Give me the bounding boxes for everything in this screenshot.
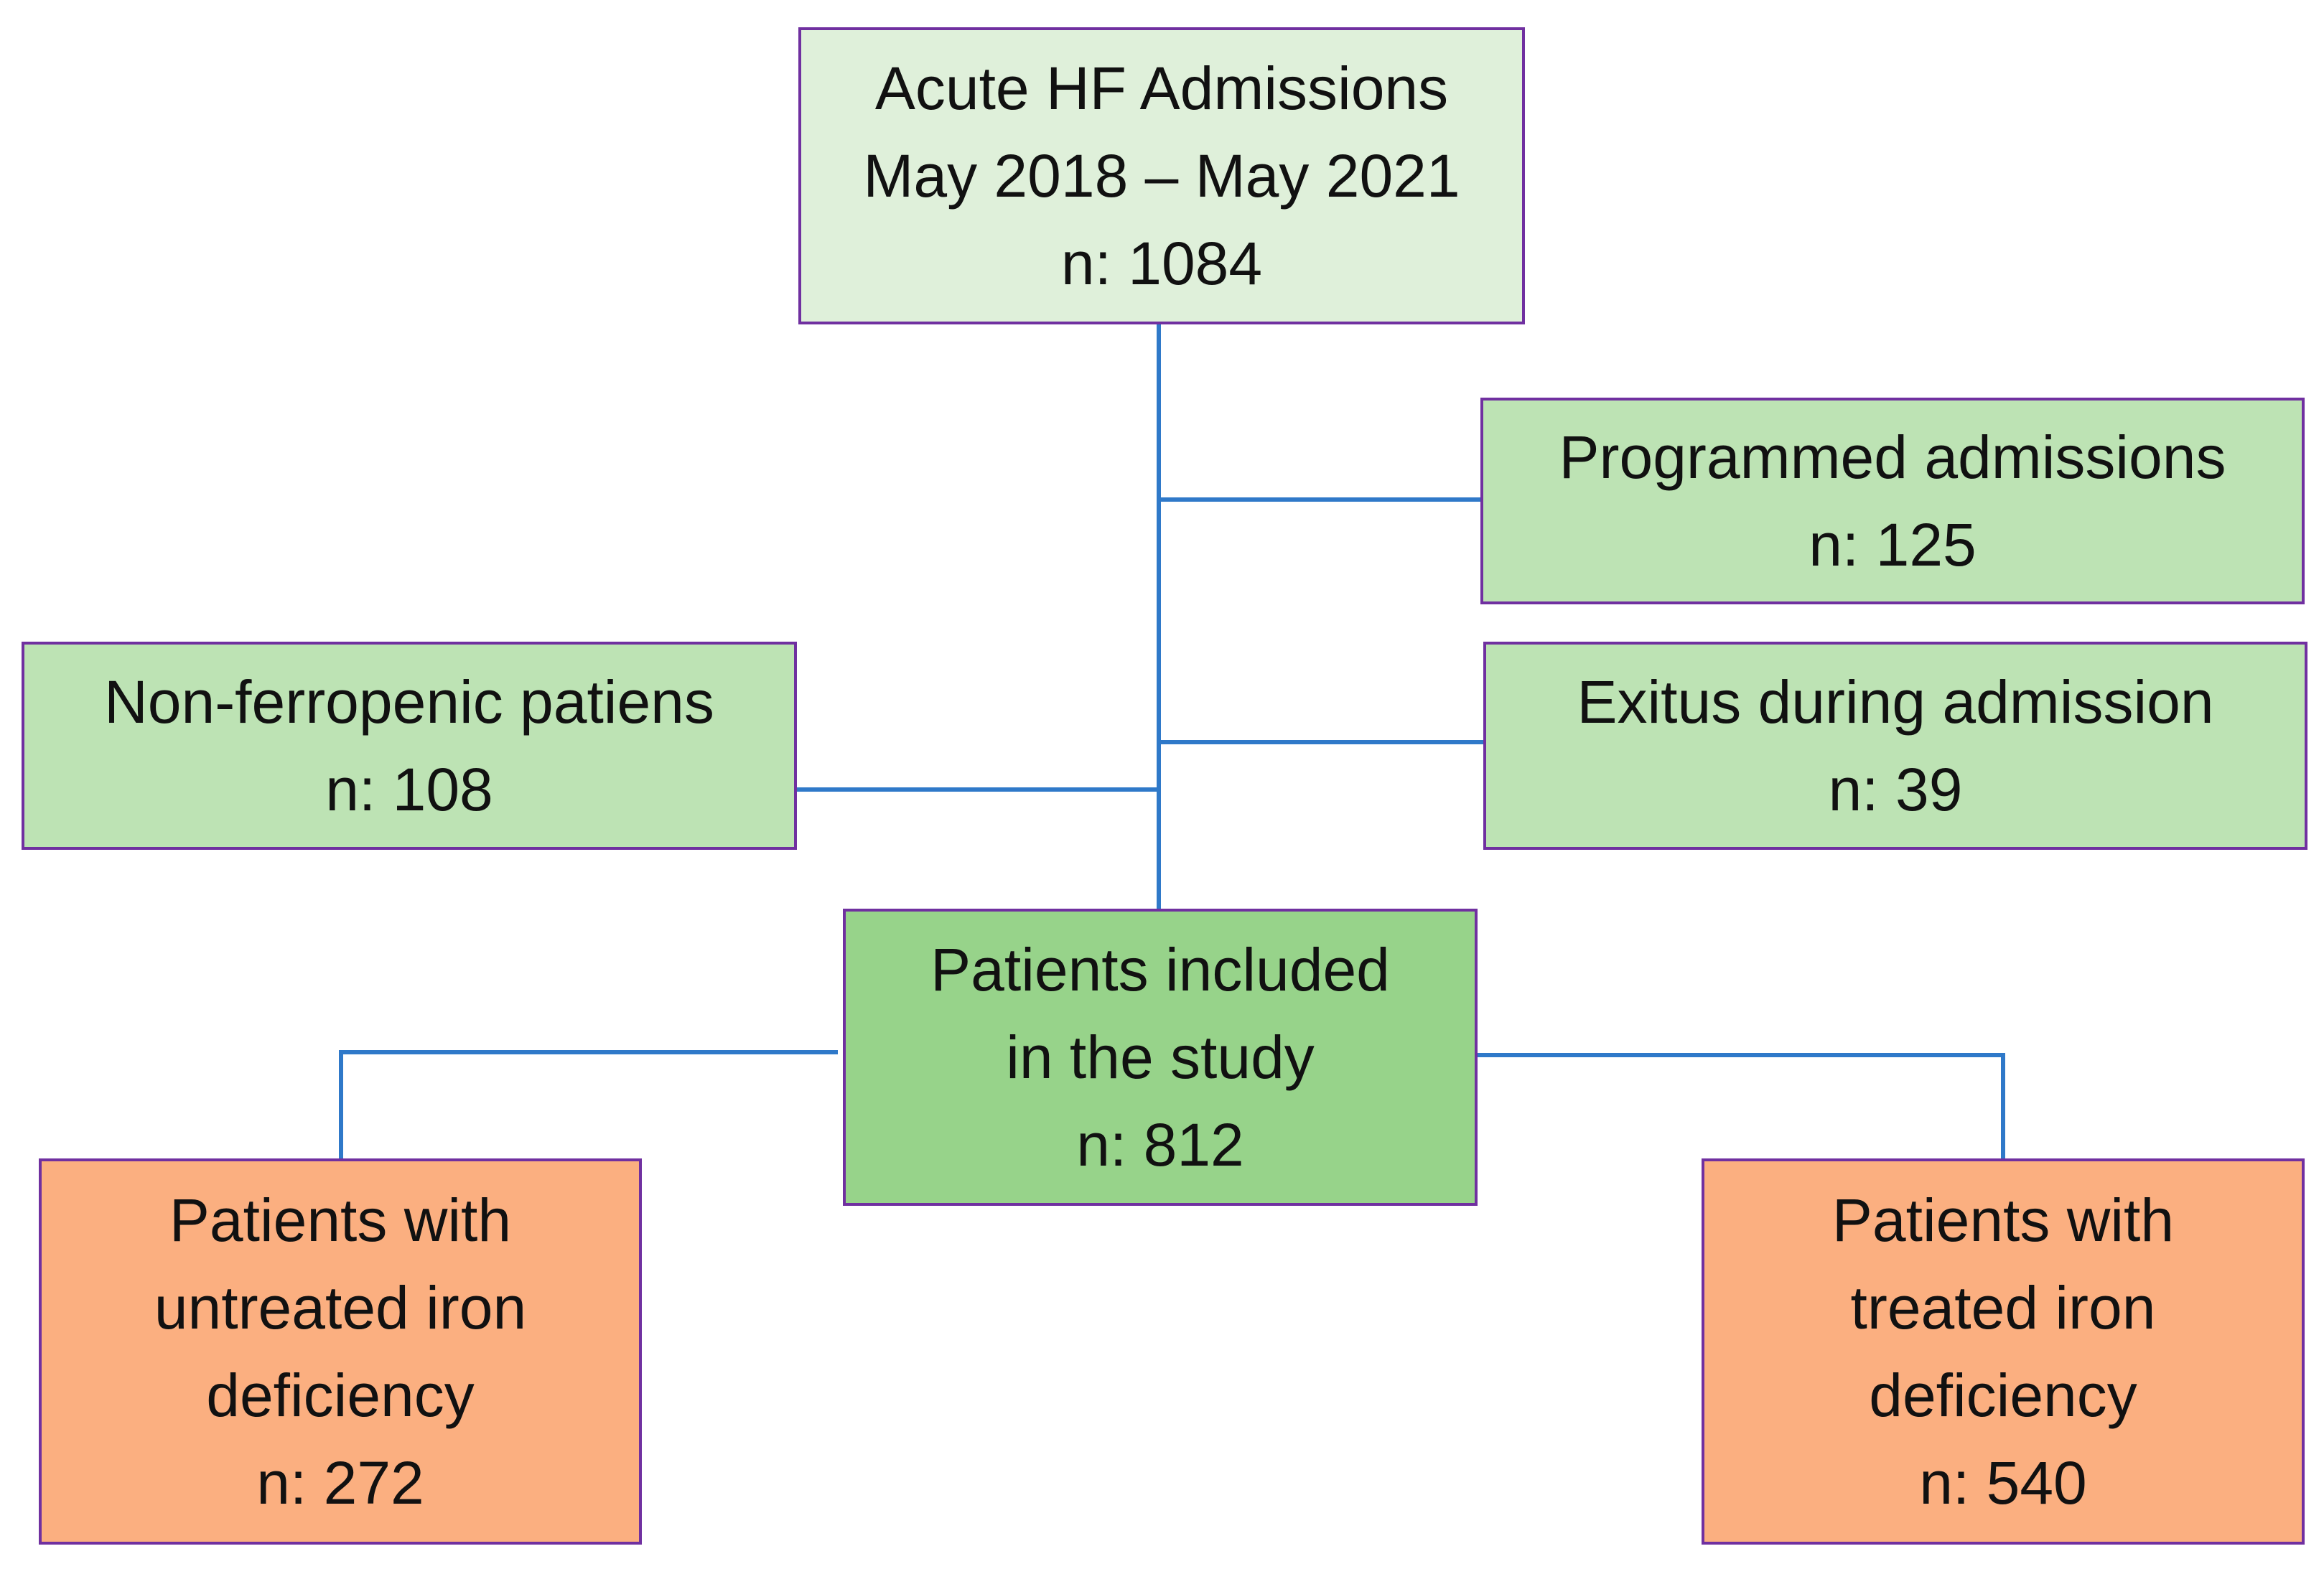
acute-hf-period: May 2018 – May 2021 — [863, 142, 1460, 210]
programmed-admissions-title: Programmed admissions — [1559, 423, 2226, 491]
patients-included-count: n: 812 — [1076, 1111, 1244, 1179]
exitus-box: Exitus during admission n: 39 — [1483, 642, 2307, 850]
acute-hf-count: n: 1084 — [1060, 230, 1263, 297]
exitus-count: n: 39 — [1828, 756, 1963, 823]
untreated-line2: untreated iron — [154, 1274, 527, 1341]
patients-included-box: Patients included in the study n: 812 — [843, 909, 1478, 1206]
programmed-admissions-box: Programmed admissions n: 125 — [1480, 398, 2305, 604]
untreated-iron-deficiency-box: Patients with untreated iron deficiency … — [39, 1158, 642, 1545]
non-ferropenic-box: Non-ferropenic patiens n: 108 — [22, 642, 797, 850]
treated-line1: Patients with — [1831, 1186, 2175, 1254]
treated-line3: deficiency — [1869, 1362, 2137, 1429]
exitus-title: Exitus during admission — [1577, 668, 2214, 736]
untreated-line3: deficiency — [206, 1362, 475, 1429]
untreated-line1: Patients with — [169, 1186, 512, 1254]
untreated-count: n: 272 — [256, 1449, 424, 1517]
acute-hf-title: Acute HF Admissions — [874, 55, 1449, 122]
acute-hf-admissions-box: Acute HF Admissions May 2018 – May 2021 … — [798, 27, 1525, 324]
treated-count: n: 540 — [1919, 1449, 2087, 1517]
patients-included-line1: Patients included — [930, 936, 1390, 1003]
patients-included-line2: in the study — [1006, 1024, 1315, 1091]
treated-line2: treated iron — [1850, 1274, 2156, 1341]
non-ferropenic-count: n: 108 — [325, 756, 493, 823]
programmed-admissions-count: n: 125 — [1809, 511, 1977, 579]
treated-iron-deficiency-box: Patients with treated iron deficiency n:… — [1702, 1158, 2305, 1545]
non-ferropenic-title: Non-ferropenic patiens — [104, 668, 714, 736]
